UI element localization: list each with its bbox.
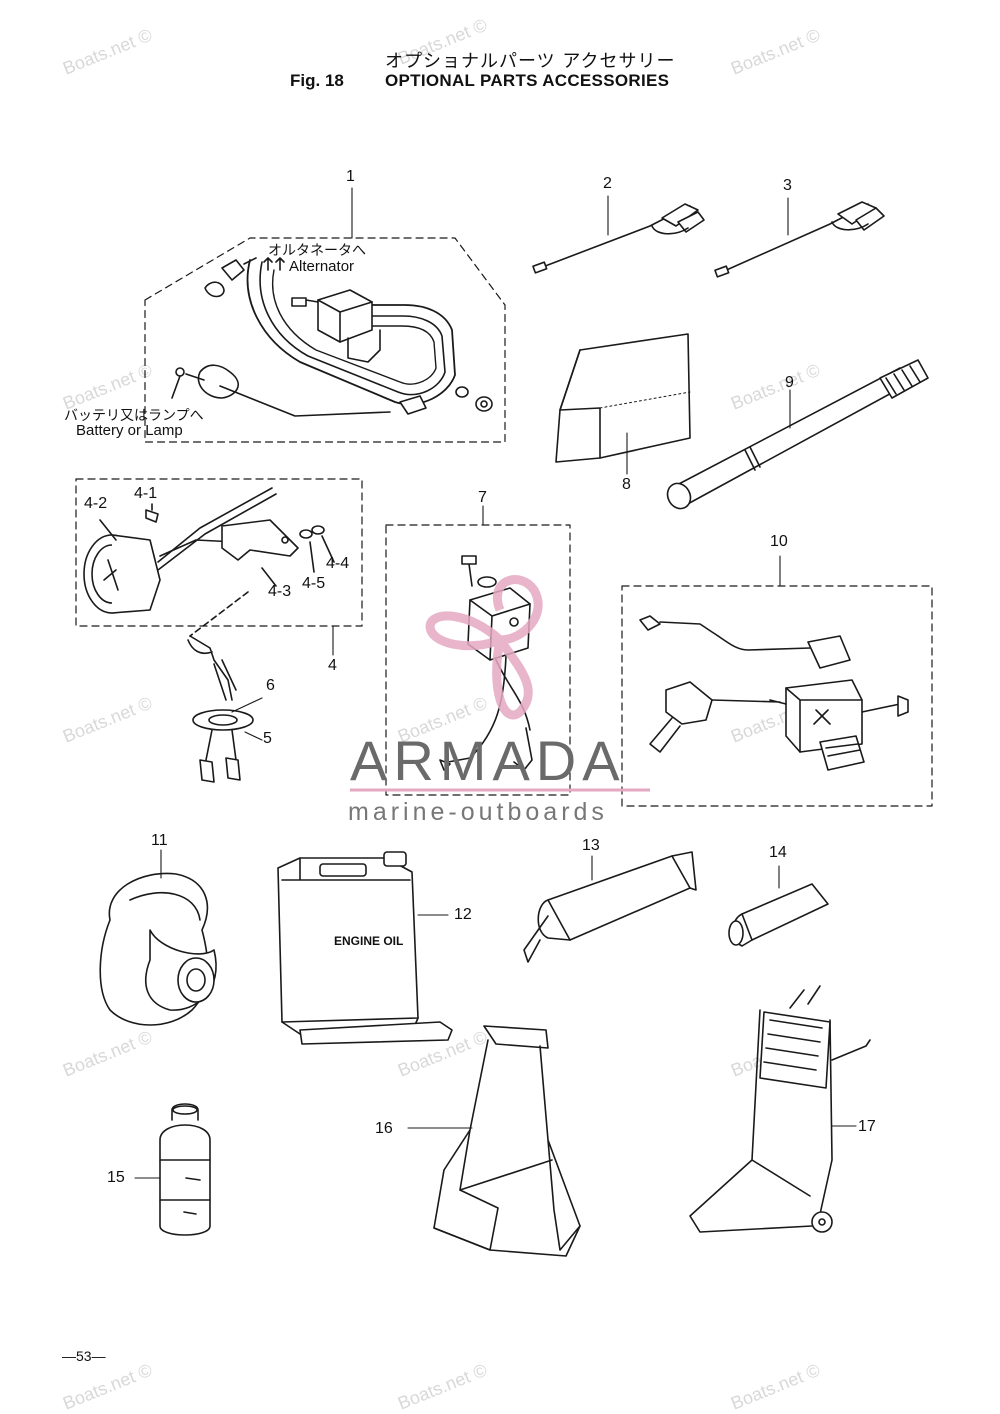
callout-4-5: 4-5 [302, 575, 326, 592]
armada-logo-icon [425, 575, 543, 720]
note-battery-jp: バッテリ又はランプへ [64, 408, 204, 424]
engine-cover [555, 333, 691, 463]
callout-11: 11 [151, 832, 168, 849]
callout-3: 3 [783, 177, 792, 194]
note-alternator-en: Alternator [289, 258, 355, 275]
callout-4-4: 4-4 [326, 555, 350, 572]
armada-tagline: marine-outboards [348, 798, 608, 826]
callout-13: 13 [582, 837, 600, 854]
grease-tube-13 [547, 855, 691, 941]
kit-7-boundary [385, 524, 571, 796]
callout-9: 9 [785, 374, 794, 391]
callout-17: 17 [858, 1118, 876, 1135]
note-alternator-jp: オルタネータへ [268, 243, 366, 259]
kit-4-boundary [75, 478, 363, 627]
grommet-5 [192, 709, 254, 731]
callout-5: 5 [263, 730, 272, 747]
kit-1-boundary [144, 237, 506, 443]
remote-control-box [785, 679, 863, 753]
spray-can [159, 1124, 211, 1236]
callout-4-2: 4-2 [84, 495, 108, 512]
engine-oil-label: ENGINE OIL [334, 934, 404, 948]
grease-tube-14 [741, 883, 829, 941]
motor-stand [483, 1025, 549, 1049]
kit-10-boundary [621, 585, 933, 807]
callout-8: 8 [622, 476, 631, 493]
page-number: —53— [62, 1348, 106, 1364]
callout-4: 4 [328, 657, 337, 674]
callout-14: 14 [769, 844, 787, 861]
page-title: OPTIONAL PARTS ACCESSORIES [385, 71, 670, 90]
callout-12: 12 [454, 906, 472, 923]
callout-16: 16 [375, 1120, 393, 1137]
callout-15: 15 [107, 1169, 125, 1186]
callout-4-1: 4-1 [134, 485, 158, 502]
rectifier-unit [317, 289, 373, 343]
callout-10: 10 [770, 533, 788, 550]
title-japanese: オプショナルパーツ アクセサリー [385, 51, 676, 72]
armada-brand: ARMADA [350, 729, 626, 792]
callout-4-3: 4-3 [268, 583, 292, 600]
callout-1: 1 [346, 168, 355, 185]
callout-2: 2 [603, 175, 612, 192]
figure-number: Fig. 18 [290, 71, 344, 90]
note-battery-en: Battery or Lamp [76, 422, 183, 439]
callout-6: 6 [266, 677, 275, 694]
callout-7: 7 [478, 489, 487, 506]
